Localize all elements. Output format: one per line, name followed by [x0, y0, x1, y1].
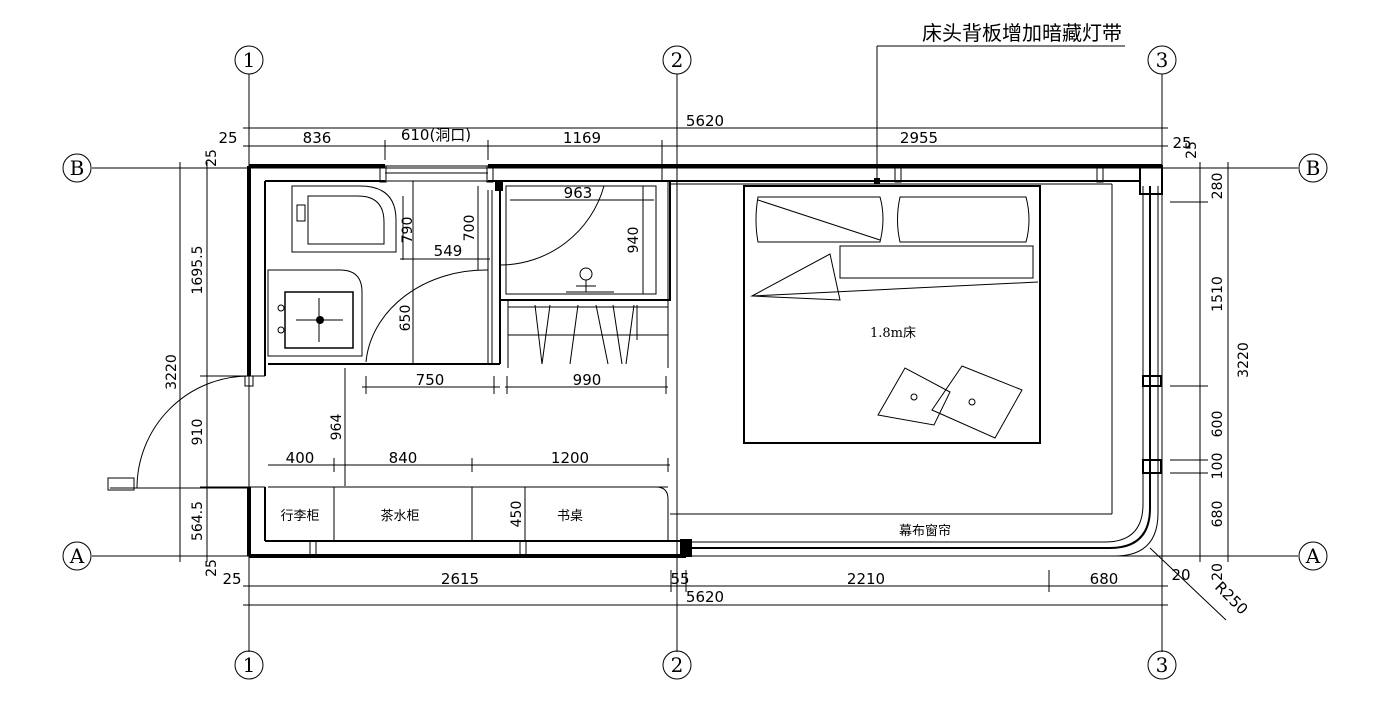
- svg-text:A: A: [69, 544, 85, 568]
- svg-text:680: 680: [1210, 501, 1226, 528]
- svg-text:600: 600: [1210, 411, 1226, 438]
- svg-text:B: B: [70, 156, 85, 180]
- axis-bubble-3-top: 3: [1147, 45, 1177, 75]
- svg-text:5620: 5620: [686, 588, 724, 606]
- svg-text:840: 840: [389, 449, 418, 467]
- svg-text:2: 2: [671, 48, 684, 72]
- svg-text:836: 836: [303, 129, 332, 147]
- svg-text:700: 700: [462, 215, 478, 242]
- axis-bubble-3-bottom: 3: [1147, 650, 1177, 680]
- lighting-annotation: 床头背板增加暗藏灯带: [876, 21, 1125, 182]
- curtain-label: 幕布窗帘: [899, 523, 951, 539]
- bed-label: 1.8m床: [870, 326, 916, 341]
- svg-text:1510: 1510: [1210, 276, 1226, 312]
- svg-text:3: 3: [1156, 653, 1169, 677]
- exterior-walls: [247, 164, 1163, 558]
- bottom-dimensions: 25 2615 55 2210 680 20 5620 R250: [222, 547, 1252, 621]
- svg-text:910: 910: [190, 419, 206, 446]
- svg-text:549: 549: [434, 242, 463, 260]
- axis-bubble-A-left: A: [62, 541, 92, 571]
- svg-text:55: 55: [670, 570, 689, 588]
- svg-text:2955: 2955: [900, 129, 938, 147]
- axis-bubble-1-bottom: 1: [234, 650, 264, 680]
- svg-text:1: 1: [243, 48, 256, 72]
- svg-text:790: 790: [400, 217, 416, 244]
- svg-text:25: 25: [1172, 134, 1191, 152]
- entry-door: [107, 375, 254, 491]
- svg-text:25: 25: [1184, 141, 1200, 159]
- desk-label: 书桌: [557, 509, 583, 524]
- svg-text:A: A: [1305, 544, 1321, 568]
- svg-text:3: 3: [1156, 48, 1169, 72]
- svg-text:20: 20: [1171, 566, 1190, 584]
- svg-text:25: 25: [218, 129, 237, 147]
- svg-text:100: 100: [1210, 453, 1226, 480]
- top-dimensions: 5620 25 836 610(洞口) 1169 2955 25: [218, 112, 1192, 160]
- svg-text:1: 1: [243, 653, 256, 677]
- wardrobe-area: 963 940: [499, 140, 671, 368]
- svg-text:2210: 2210: [847, 570, 885, 588]
- axis-bubble-A-right: A: [1298, 541, 1328, 571]
- axis-bubble-2-bottom: 2: [662, 650, 692, 680]
- svg-text:2: 2: [671, 653, 684, 677]
- axis-bubble-B-right: B: [1298, 153, 1328, 183]
- axis-bubble-1-top: 1: [234, 45, 264, 75]
- axis-bubble-2-top: 2: [662, 45, 692, 75]
- svg-text:1200: 1200: [551, 449, 589, 467]
- svg-text:5620: 5620: [686, 112, 724, 130]
- svg-text:床头背板增加暗藏灯带: 床头背板增加暗藏灯带: [922, 21, 1122, 45]
- corridor-dimensions: 750 990 964 400 840 1200: [268, 368, 670, 486]
- axis-bubble-B-left: B: [62, 153, 92, 183]
- svg-text:1695.5: 1695.5: [190, 246, 206, 295]
- svg-text:25: 25: [222, 570, 241, 588]
- svg-text:280: 280: [1210, 173, 1226, 200]
- left-dimensions: 25 1695.5 3220 910 564.5 25: [164, 149, 250, 577]
- bathroom: 790 700 549 650: [267, 181, 503, 365]
- svg-text:3220: 3220: [1236, 342, 1252, 378]
- right-dimensions: 25 280 1510 3220 600 100 680 20: [1160, 141, 1252, 581]
- svg-text:650: 650: [398, 305, 414, 332]
- svg-text:1169: 1169: [563, 129, 601, 147]
- svg-text:3220: 3220: [164, 354, 180, 390]
- svg-text:25: 25: [204, 149, 220, 167]
- bedroom: 1.8m床 幕布窗帘: [670, 183, 1113, 539]
- svg-text:964: 964: [329, 414, 345, 441]
- svg-text:940: 940: [626, 227, 642, 254]
- luggage-cabinet-label: 行李柜: [280, 509, 319, 524]
- svg-text:450: 450: [509, 501, 525, 528]
- svg-text:400: 400: [286, 449, 315, 467]
- tea-cabinet-label: 茶水柜: [380, 508, 419, 524]
- svg-text:963: 963: [564, 184, 593, 202]
- svg-text:B: B: [1306, 156, 1321, 180]
- svg-text:20: 20: [1210, 563, 1226, 581]
- svg-text:750: 750: [416, 371, 445, 389]
- svg-text:680: 680: [1090, 570, 1119, 588]
- svg-text:25: 25: [204, 559, 220, 577]
- cabinets: 450 行李柜 茶水柜 书桌: [268, 486, 669, 541]
- svg-text:2615: 2615: [441, 570, 479, 588]
- svg-text:564.5: 564.5: [190, 501, 206, 541]
- svg-text:610(洞口): 610(洞口): [401, 126, 471, 144]
- svg-text:990: 990: [573, 371, 602, 389]
